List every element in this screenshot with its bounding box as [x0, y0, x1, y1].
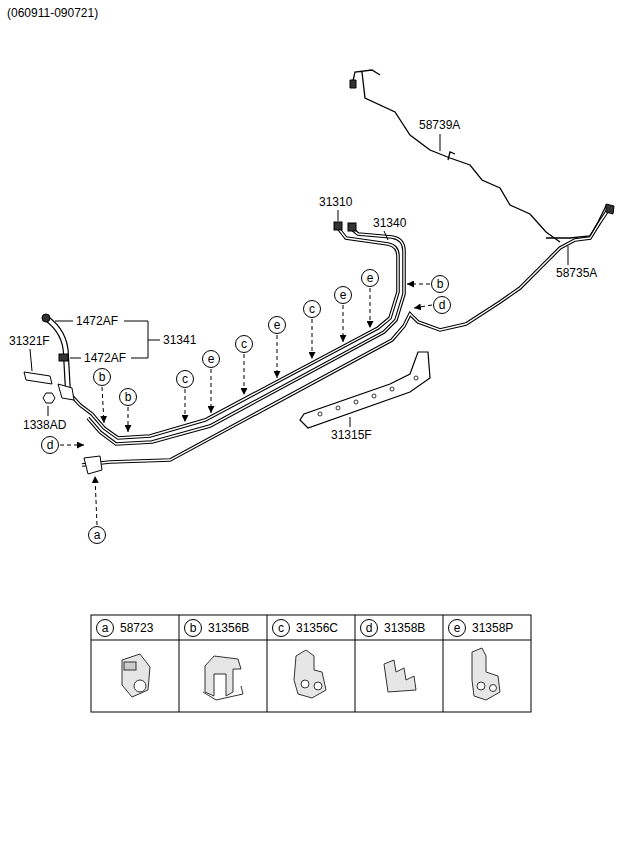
- part-number: 1472AF: [83, 351, 127, 365]
- brake-line: [352, 70, 613, 242]
- part-number: 1472AF: [75, 314, 119, 328]
- callout-circle: b: [93, 368, 111, 386]
- part-number: 31341: [162, 333, 197, 347]
- callout-circle: e: [361, 269, 379, 287]
- fittings: [24, 80, 614, 474]
- protector: [300, 352, 430, 428]
- callout-circle: b: [119, 388, 137, 406]
- callout-circle: d: [360, 619, 378, 637]
- part-number: 31358B: [383, 621, 426, 635]
- callout-letter: a: [94, 529, 101, 541]
- part-number: 31315F: [330, 428, 373, 442]
- part-number: 31356B: [207, 621, 250, 635]
- callout-circle: e: [202, 350, 220, 368]
- callout-circle: c: [272, 619, 290, 637]
- date-code: (060911-090721): [6, 6, 99, 20]
- callout-letter: c: [241, 338, 247, 350]
- part-number: 31321F: [8, 334, 51, 348]
- leader-line: [30, 134, 568, 427]
- callout-letter: d: [47, 439, 54, 451]
- callout-circle: d: [41, 436, 59, 454]
- callout-circle: e: [268, 316, 286, 334]
- callout-circle: a: [88, 526, 106, 544]
- callout-letter: d: [439, 299, 446, 311]
- callout-letter: b: [125, 391, 132, 403]
- callout-circle: b: [431, 275, 449, 293]
- callout-letter: e: [208, 353, 215, 365]
- callout-circle: c: [176, 370, 194, 388]
- part-number: 58723: [119, 621, 154, 635]
- callout-letter: c: [278, 622, 284, 634]
- callout-letter: a: [102, 622, 109, 634]
- callout-circle: b: [184, 619, 202, 637]
- part-number: 31358P: [471, 621, 514, 635]
- callout-letter: d: [366, 622, 373, 634]
- callout-circle: a: [96, 619, 114, 637]
- callout-letter: c: [309, 303, 315, 315]
- callout-circle: c: [303, 300, 321, 318]
- part-number: 58739A: [418, 118, 461, 132]
- part-number: 58735A: [555, 266, 598, 280]
- callout-arrow: [60, 284, 432, 525]
- callout-letter: e: [367, 272, 374, 284]
- callout-letter: e: [340, 289, 347, 301]
- callout-letter: b: [190, 622, 197, 634]
- part-number: 31310: [318, 195, 353, 209]
- fuel-tube: [46, 210, 608, 465]
- callout-letter: b: [99, 371, 106, 383]
- callout-letter: e: [274, 319, 281, 331]
- callout-circle: e: [334, 286, 352, 304]
- callout-letter: b: [437, 278, 444, 290]
- part-number: 1338AD: [22, 418, 67, 432]
- part-number: 31356C: [295, 621, 339, 635]
- callout-circle: c: [235, 335, 253, 353]
- parts-table: [91, 615, 531, 712]
- callout-circle: e: [448, 619, 466, 637]
- callout-letter: c: [182, 373, 188, 385]
- callout-circle: d: [433, 296, 451, 314]
- callout-letter: e: [454, 622, 461, 634]
- part-number: 31340: [372, 216, 407, 230]
- clip-icon: [122, 648, 500, 700]
